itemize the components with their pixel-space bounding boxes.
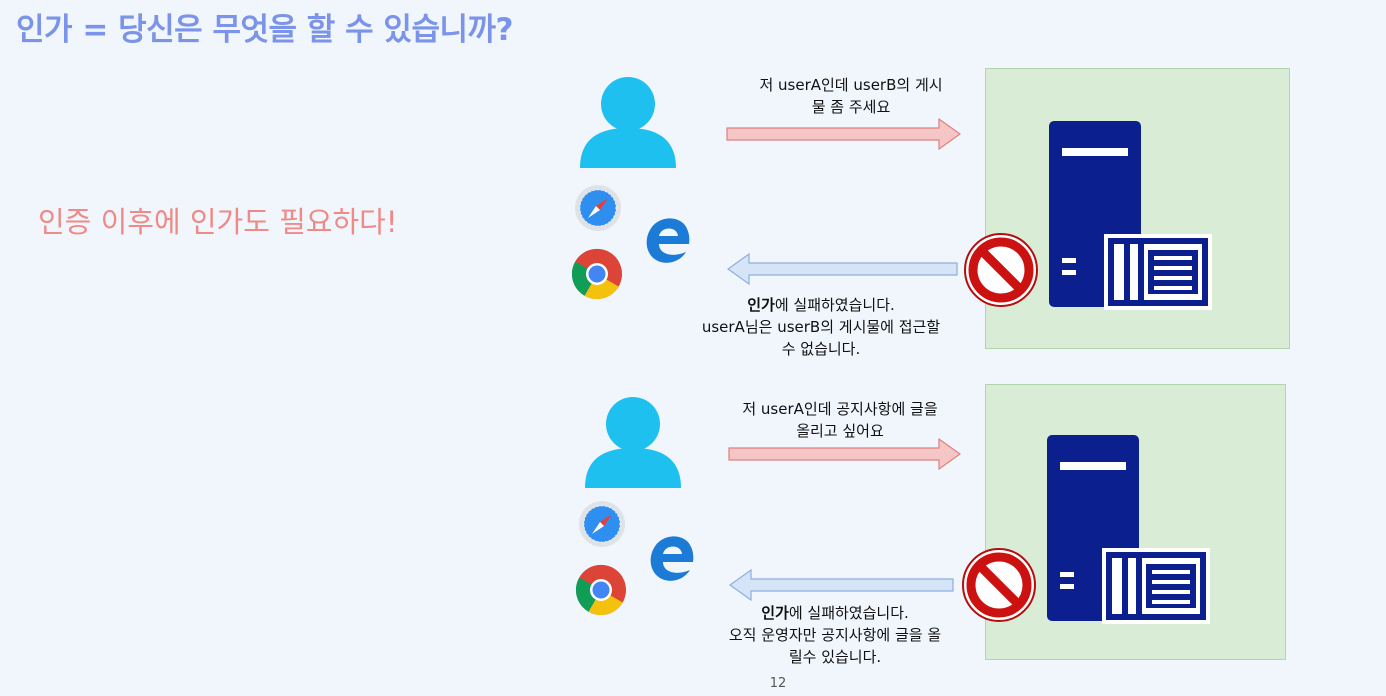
request-line: 저 userA인데 공지사항에 글을: [742, 400, 938, 418]
response-message: 인가에 실패하였습니다. userA님은 userB의 게시물에 접근할 수 없…: [680, 294, 962, 360]
response-text: 에 실패하였습니다.: [788, 604, 909, 622]
response-line: 릴수 있습니다.: [788, 648, 882, 666]
arrow-right-icon: [726, 117, 962, 151]
request-line: 올리고 싶어요: [796, 422, 884, 440]
request-line: 물 좀 주세요: [811, 98, 891, 116]
request-line: 저 userA인데 userB의 게시: [759, 76, 943, 94]
user-icon: [585, 397, 681, 488]
request-message: 저 userA인데 공지사항에 글을 올리고 싶어요: [728, 398, 952, 442]
edge-icon: [646, 218, 690, 263]
response-bold: 인가: [747, 296, 775, 314]
no-entry-icon: [962, 548, 1036, 622]
arrow-left-icon: [726, 252, 958, 286]
server-icon: [1049, 121, 1212, 310]
server-icon: [1047, 435, 1210, 624]
safari-icon: [575, 185, 621, 231]
no-entry-icon: [964, 233, 1038, 307]
response-bold: 인가: [761, 604, 789, 622]
response-message: 인가에 실패하였습니다. 오직 운영자만 공지사항에 글을 올 릴수 있습니다.: [714, 602, 956, 668]
arrow-right-icon: [728, 437, 962, 471]
response-line: 오직 운영자만 공지사항에 글을 올: [728, 626, 942, 644]
arrow-left-icon: [728, 568, 954, 602]
request-message: 저 userA인데 userB의 게시 물 좀 주세요: [746, 74, 956, 118]
slide-title: 인가 = 당신은 무엇을 할 수 있습니까?: [16, 12, 514, 48]
response-line: 수 없습니다.: [781, 340, 861, 358]
response-text: 에 실패하였습니다.: [774, 296, 895, 314]
edge-icon: [650, 536, 694, 581]
safari-icon: [579, 501, 625, 547]
page-number: 12: [769, 676, 787, 691]
user-icon: [580, 77, 676, 168]
response-line: userA님은 userB의 게시물에 접근할: [701, 318, 941, 336]
slide-subtitle: 인증 이후에 인가도 필요하다!: [38, 205, 398, 239]
chrome-icon: [571, 248, 622, 300]
chrome-icon: [575, 564, 626, 616]
